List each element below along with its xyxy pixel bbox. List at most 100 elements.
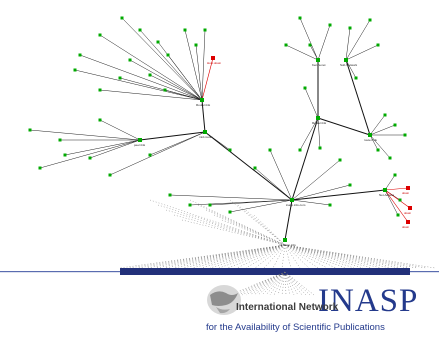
dotted-link xyxy=(137,244,286,269)
node-label-ml: peer.link xyxy=(134,143,146,147)
network-link xyxy=(139,29,203,101)
dotted-link xyxy=(205,209,286,246)
network-link xyxy=(109,131,206,176)
network-node xyxy=(163,88,167,92)
logo-acronym: INASP xyxy=(318,283,419,319)
dotted-link xyxy=(254,244,286,269)
network-link xyxy=(309,44,319,61)
network-link xyxy=(99,89,203,101)
network-link xyxy=(291,199,331,206)
network-node xyxy=(308,43,312,47)
network-link xyxy=(184,29,203,101)
dotted-link xyxy=(284,244,382,269)
network-node xyxy=(376,148,380,152)
node-label-rh: Router.link xyxy=(312,121,327,125)
node-label-red1: Host.down xyxy=(207,61,222,65)
network-node xyxy=(98,33,102,37)
network-link xyxy=(369,114,386,136)
network-node xyxy=(303,86,307,90)
network-node-tl xyxy=(200,98,204,102)
dotted-link xyxy=(229,271,286,296)
network-link xyxy=(317,117,371,136)
node-label-fr: Sub.Network xyxy=(340,63,358,67)
network-node xyxy=(98,118,102,122)
network-link xyxy=(345,59,357,79)
network-node-rh xyxy=(316,116,320,120)
network-link xyxy=(345,44,379,61)
network-link xyxy=(291,189,386,201)
network-node-mc xyxy=(203,130,207,134)
dotted-link xyxy=(227,244,286,269)
network-node xyxy=(228,210,232,214)
network-node xyxy=(73,68,77,72)
network-link xyxy=(195,44,203,101)
dotted-link xyxy=(157,204,286,246)
network-node xyxy=(393,173,397,177)
network-link xyxy=(369,124,396,136)
dotted-link xyxy=(253,271,286,296)
network-node-red1 xyxy=(211,56,215,60)
network-link xyxy=(299,117,319,151)
dotted-link xyxy=(182,244,286,269)
network-node xyxy=(63,153,67,157)
network-node xyxy=(338,158,342,162)
network-node-rr xyxy=(383,188,387,192)
node-label-red2: down xyxy=(402,191,410,195)
network-link xyxy=(201,57,214,101)
network-node xyxy=(38,166,42,170)
network-node xyxy=(268,148,272,152)
network-link xyxy=(229,199,293,213)
dotted-link xyxy=(233,271,286,296)
network-node xyxy=(328,203,332,207)
network-node xyxy=(383,113,387,117)
dotted-link xyxy=(173,214,286,246)
network-link xyxy=(345,59,371,136)
network-link xyxy=(74,69,203,101)
dotted-link xyxy=(284,271,307,296)
network-link xyxy=(201,99,206,133)
network-link xyxy=(201,29,206,101)
dotted-link xyxy=(146,244,286,269)
network-node xyxy=(108,173,112,177)
network-link xyxy=(167,54,203,101)
network-node xyxy=(298,16,302,20)
network-node xyxy=(98,88,102,92)
network-node xyxy=(348,183,352,187)
network-node xyxy=(318,146,322,150)
network-link xyxy=(129,59,203,101)
network-link xyxy=(384,189,411,209)
network-link xyxy=(369,134,391,159)
network-link xyxy=(384,187,409,191)
dotted-link xyxy=(209,244,286,269)
dotted-link xyxy=(173,244,286,269)
network-node xyxy=(28,128,32,132)
network-link xyxy=(209,199,293,206)
network-node xyxy=(138,28,142,32)
network-node xyxy=(298,148,302,152)
dotted-link xyxy=(265,271,286,296)
network-nodes: ns.inasp.infoinasp.info.comRouter.linkpe… xyxy=(28,16,412,247)
dotted-link xyxy=(284,271,287,296)
network-node xyxy=(188,203,192,207)
network-node xyxy=(208,203,212,207)
node-label-tl: Router.link xyxy=(196,103,211,107)
network-node xyxy=(203,28,207,32)
network-link xyxy=(291,159,341,201)
network-node xyxy=(168,193,172,197)
network-link xyxy=(384,189,409,223)
dotted-link xyxy=(284,244,373,269)
network-link xyxy=(345,27,351,61)
dotted-links xyxy=(119,199,436,296)
node-label-mc: mid.router xyxy=(199,135,213,139)
network-link xyxy=(291,184,351,201)
network-node xyxy=(128,58,132,62)
dotted-link xyxy=(128,244,286,269)
dotted-link xyxy=(197,204,286,246)
dotted-link xyxy=(191,244,286,269)
dotted-link xyxy=(281,244,286,269)
network-link xyxy=(99,119,141,141)
network-link xyxy=(291,117,319,201)
network-link xyxy=(299,17,319,61)
network-node xyxy=(393,123,397,127)
